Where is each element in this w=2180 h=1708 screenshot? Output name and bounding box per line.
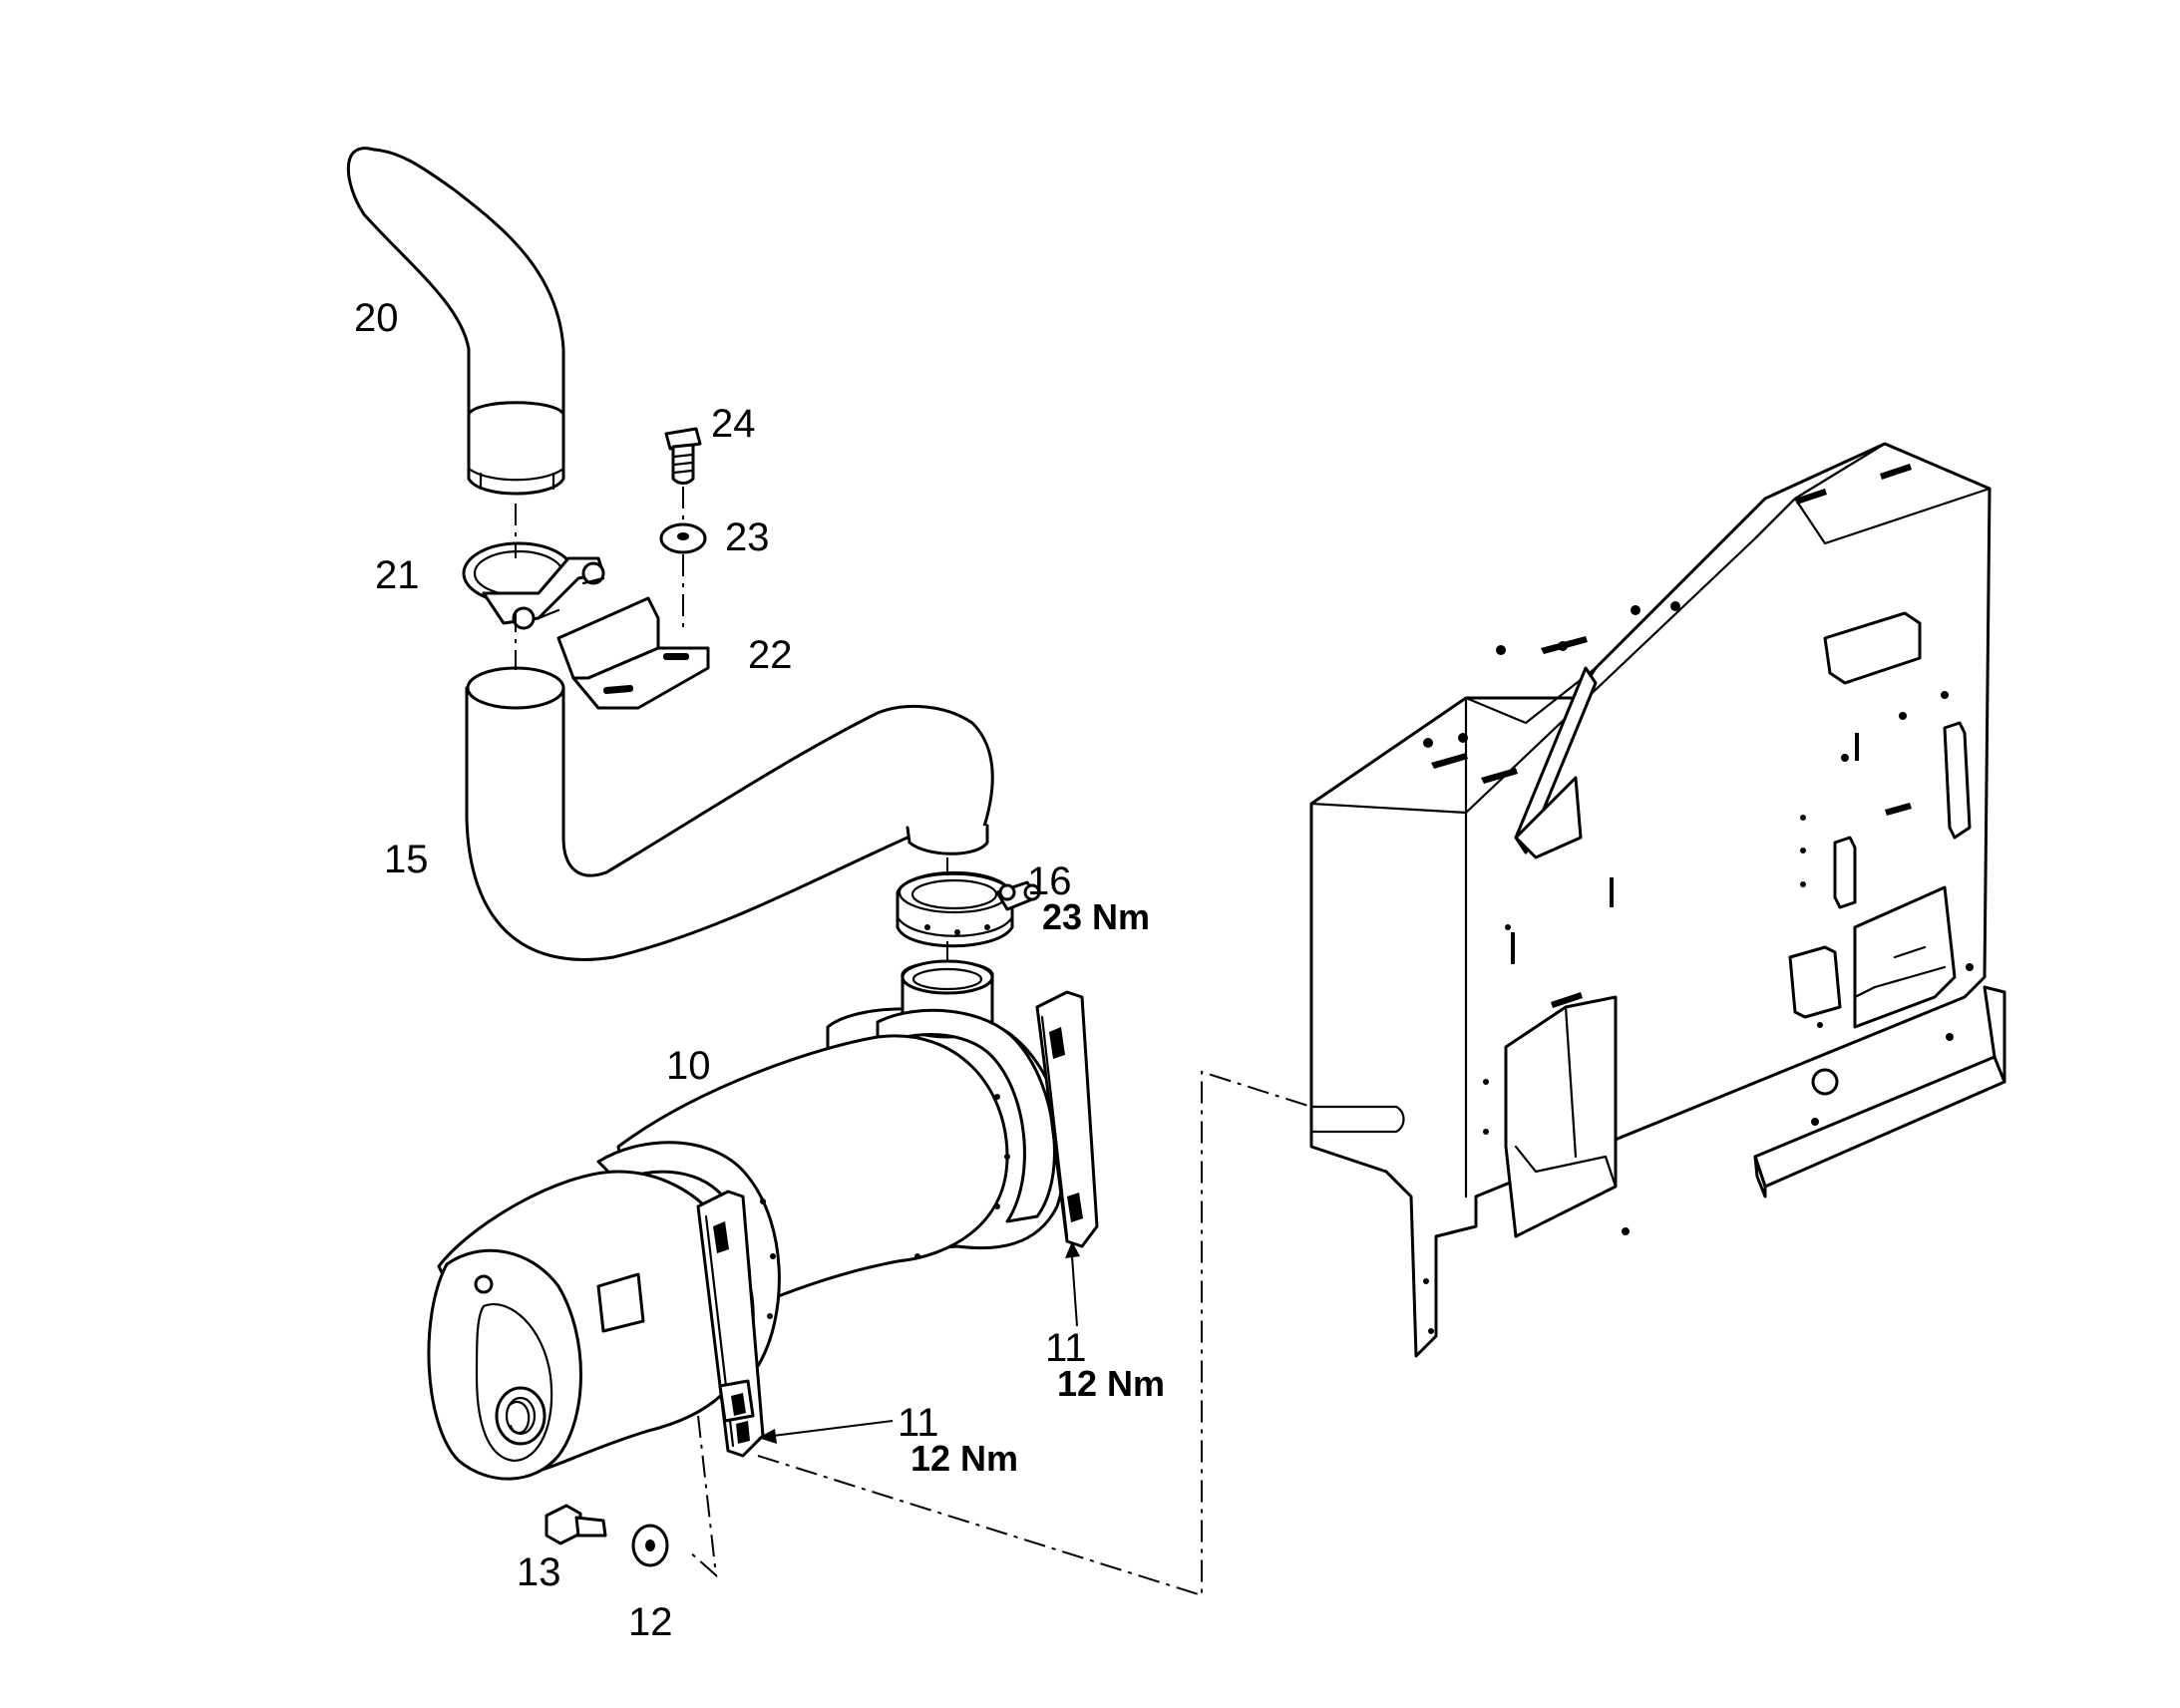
part-20-tail-pipe [346, 147, 565, 496]
callout-11-front: 11 [898, 1401, 939, 1445]
callout-13: 13 [517, 1550, 561, 1594]
part-11-strap-rear [1035, 990, 1099, 1248]
assembly-lines [515, 487, 1312, 1597]
part-12-washer [631, 1524, 669, 1567]
torque-16: 23 Nm [1042, 896, 1150, 937]
callout-10: 10 [666, 1044, 711, 1088]
callout-16: 16 [1027, 859, 1072, 903]
leader-arrows [758, 1241, 1080, 1444]
part-21-clamp [462, 541, 605, 630]
part-15-exhaust-pipe [465, 666, 994, 961]
callout-21: 21 [375, 553, 420, 597]
callout-12: 12 [628, 1600, 673, 1644]
part-23-washer [659, 522, 707, 554]
callout-22: 22 [748, 633, 793, 677]
part-13-bolt [545, 1504, 607, 1545]
part-22-bracket [556, 596, 710, 710]
callout-15: 15 [384, 838, 429, 881]
torque-11-front: 12 Nm [910, 1438, 1018, 1479]
torque-11-rear: 12 Nm [1057, 1363, 1165, 1404]
callout-24: 24 [711, 402, 756, 446]
mounting-frame-panel [1309, 442, 2006, 1358]
part-24-bolt [664, 427, 702, 485]
callout-23: 23 [725, 515, 770, 559]
part-16-vband-clamp [896, 870, 1041, 948]
callout-11-rear: 11 [1045, 1326, 1087, 1370]
callout-20: 20 [354, 296, 399, 340]
